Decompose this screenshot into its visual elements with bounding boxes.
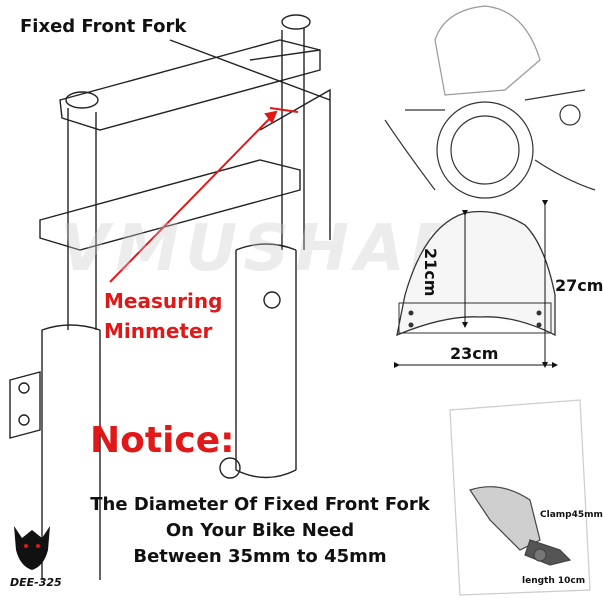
fixed-front-fork-label: Fixed Front Fork <box>20 16 187 37</box>
top-clamp <box>59 39 321 131</box>
headlight-sketch <box>384 5 596 199</box>
measuring-label: Measuring Minmeter <box>104 286 222 346</box>
logo-text: DEE-325 <box>10 576 62 589</box>
measuring-line1: Measuring <box>104 289 223 313</box>
clamp-sketch <box>449 399 591 596</box>
watermark: VMUSHAD <box>60 212 470 286</box>
desc-line3: Between 35mm to 45mm <box>133 546 387 567</box>
lower-clamp <box>39 159 301 251</box>
notice-description: The Diameter Of Fixed Front Fork On Your… <box>70 492 450 570</box>
measuring-line2: Minmeter <box>104 319 213 343</box>
brand-logo: DEE-325 <box>10 526 62 589</box>
clamp-label: Clamp45mm <box>540 510 603 520</box>
length-label: length 10cm <box>522 576 586 586</box>
notice-heading: Notice: <box>90 420 235 461</box>
windshield-diagram <box>394 200 558 368</box>
desc-line2: On Your Bike Need <box>165 520 355 541</box>
desc-line1: The Diameter Of Fixed Front Fork <box>90 494 430 515</box>
width-label: 23cm <box>450 344 499 363</box>
height-inner-label: 21cm <box>421 248 440 297</box>
height-outer-label: 27cm <box>555 276 603 295</box>
